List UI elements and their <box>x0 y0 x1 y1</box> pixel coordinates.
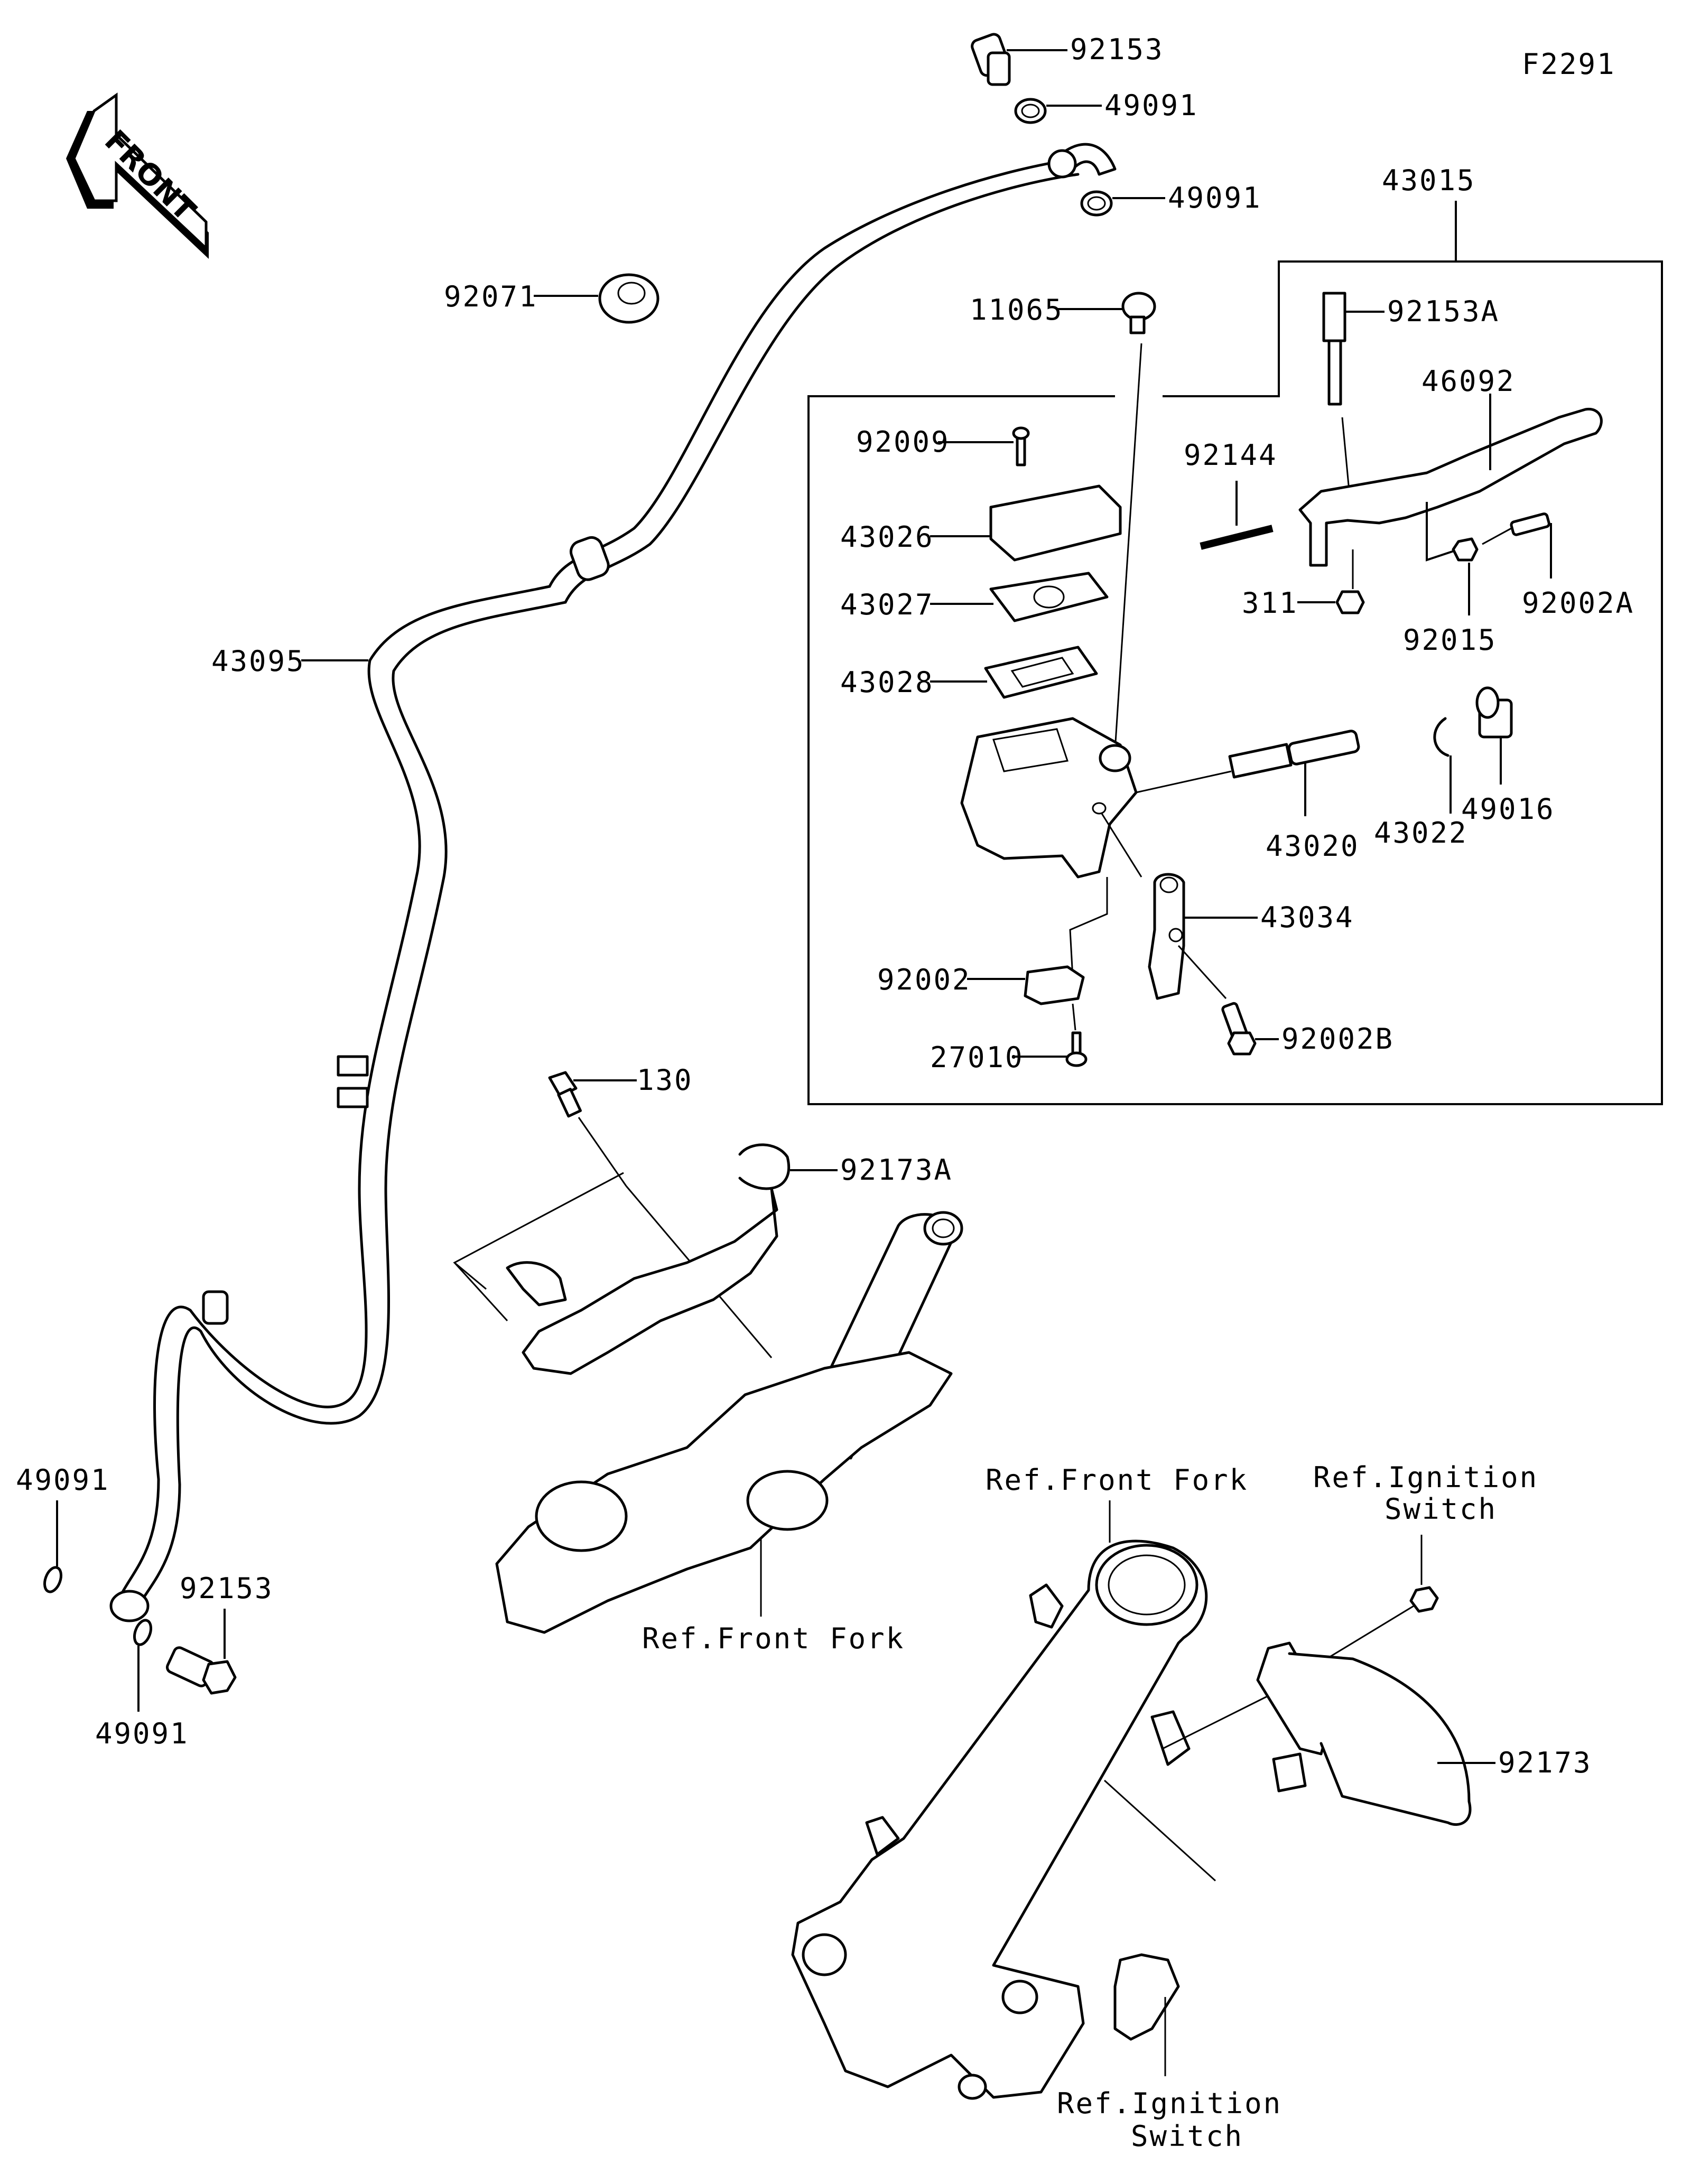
brake-hose <box>109 143 1117 1622</box>
ref-front-fork-upper: Ref.Front Fork <box>986 1463 1248 1497</box>
plate <box>989 572 1109 622</box>
ref-ignition-switch-upper-line1: Ref.Ignition <box>1313 1461 1538 1494</box>
part-label-92002: 92002 <box>877 963 971 996</box>
part-label-92153A: 92153A <box>1387 295 1500 328</box>
banjo-bolt-bottom <box>165 1646 237 1695</box>
part-label-43020: 43020 <box>1266 829 1360 863</box>
ref-ignition-switch-lower-line1: Ref.Ignition <box>1057 2087 1282 2120</box>
part-label-43034: 43034 <box>1260 901 1354 934</box>
master-cylinder-assy-bracket <box>807 201 1663 1105</box>
part-label-49091-top-2: 49091 <box>1168 181 1262 214</box>
spring <box>1200 525 1274 550</box>
reservoir-cap <box>989 484 1122 562</box>
holder <box>1148 873 1185 1000</box>
part-label-92173: 92173 <box>1498 1746 1592 1779</box>
part-label-49091-top-1: 49091 <box>1104 89 1198 122</box>
part-label-43095: 43095 <box>211 645 305 678</box>
master-cylinder-body <box>960 717 1138 879</box>
part-label-311: 311 <box>1242 586 1298 620</box>
steering-stem-bracket <box>495 1211 963 1634</box>
part-label-92071: 92071 <box>444 280 538 313</box>
washer-top-2 <box>1080 190 1113 217</box>
part-label-27010: 27010 <box>930 1041 1024 1074</box>
nut-92015 <box>1452 537 1479 562</box>
washer-bottom-1 <box>43 1566 63 1593</box>
part-label-92015: 92015 <box>1403 623 1497 657</box>
part-label-43028: 43028 <box>840 666 934 699</box>
part-label-46092: 46092 <box>1421 365 1516 398</box>
part-label-49016: 49016 <box>1461 792 1555 826</box>
part-label-49091-bottom-1: 49091 <box>16 1463 110 1497</box>
circlip <box>1433 717 1450 757</box>
banjo-bolt-top <box>971 33 1067 86</box>
diaphragm <box>984 646 1098 699</box>
part-label-92002A: 92002A <box>1522 586 1634 620</box>
piston-assy <box>1228 730 1360 779</box>
bolt-92002A <box>1510 512 1550 536</box>
part-label-43026: 43026 <box>840 520 934 554</box>
part-label-43022: 43022 <box>1374 816 1468 850</box>
part-label-43027: 43027 <box>840 588 934 621</box>
washer-top-1 <box>1014 98 1047 124</box>
nut-311 <box>1335 590 1365 614</box>
part-label-92173A: 92173A <box>840 1153 953 1187</box>
ref-front-fork-lower: Ref.Front Fork <box>642 1622 905 1655</box>
ignition-nut <box>1409 1586 1439 1613</box>
part-label-11065: 11065 <box>970 293 1064 326</box>
part-label-92002B: 92002B <box>1281 1022 1394 1056</box>
clamp-92173 <box>1256 1641 1472 1826</box>
washer-bottom-2 <box>133 1619 153 1646</box>
part-label-92153-top: 92153 <box>1070 33 1164 66</box>
figure-code: F2291 <box>1522 48 1616 81</box>
brake-switch <box>1024 965 1085 1005</box>
part-label-92153-bottom: 92153 <box>180 1572 274 1605</box>
bolt-130 <box>548 1071 582 1118</box>
ignition-bracket-lower <box>1113 1953 1180 2041</box>
ref-ignition-switch-upper-line2: Switch <box>1385 1492 1497 1526</box>
brake-lever <box>1298 408 1603 567</box>
part-label-49091-bottom-2: 49091 <box>95 1717 189 1750</box>
front-fork-tube <box>791 1539 1208 2100</box>
ref-ignition-switch-lower-line2: Switch <box>1131 2120 1243 2153</box>
adjuster-bolt <box>1322 292 1346 342</box>
grommet <box>598 273 659 324</box>
dust-boot <box>1475 686 1513 739</box>
part-label-43015: 43015 <box>1382 164 1476 197</box>
part-label-92009: 92009 <box>856 425 950 459</box>
part-label-92144: 92144 <box>1184 438 1278 472</box>
clamp-92173A <box>506 1143 791 1375</box>
front-arrow-icon: FRONT <box>66 92 209 259</box>
part-label-130: 130 <box>637 1063 693 1097</box>
